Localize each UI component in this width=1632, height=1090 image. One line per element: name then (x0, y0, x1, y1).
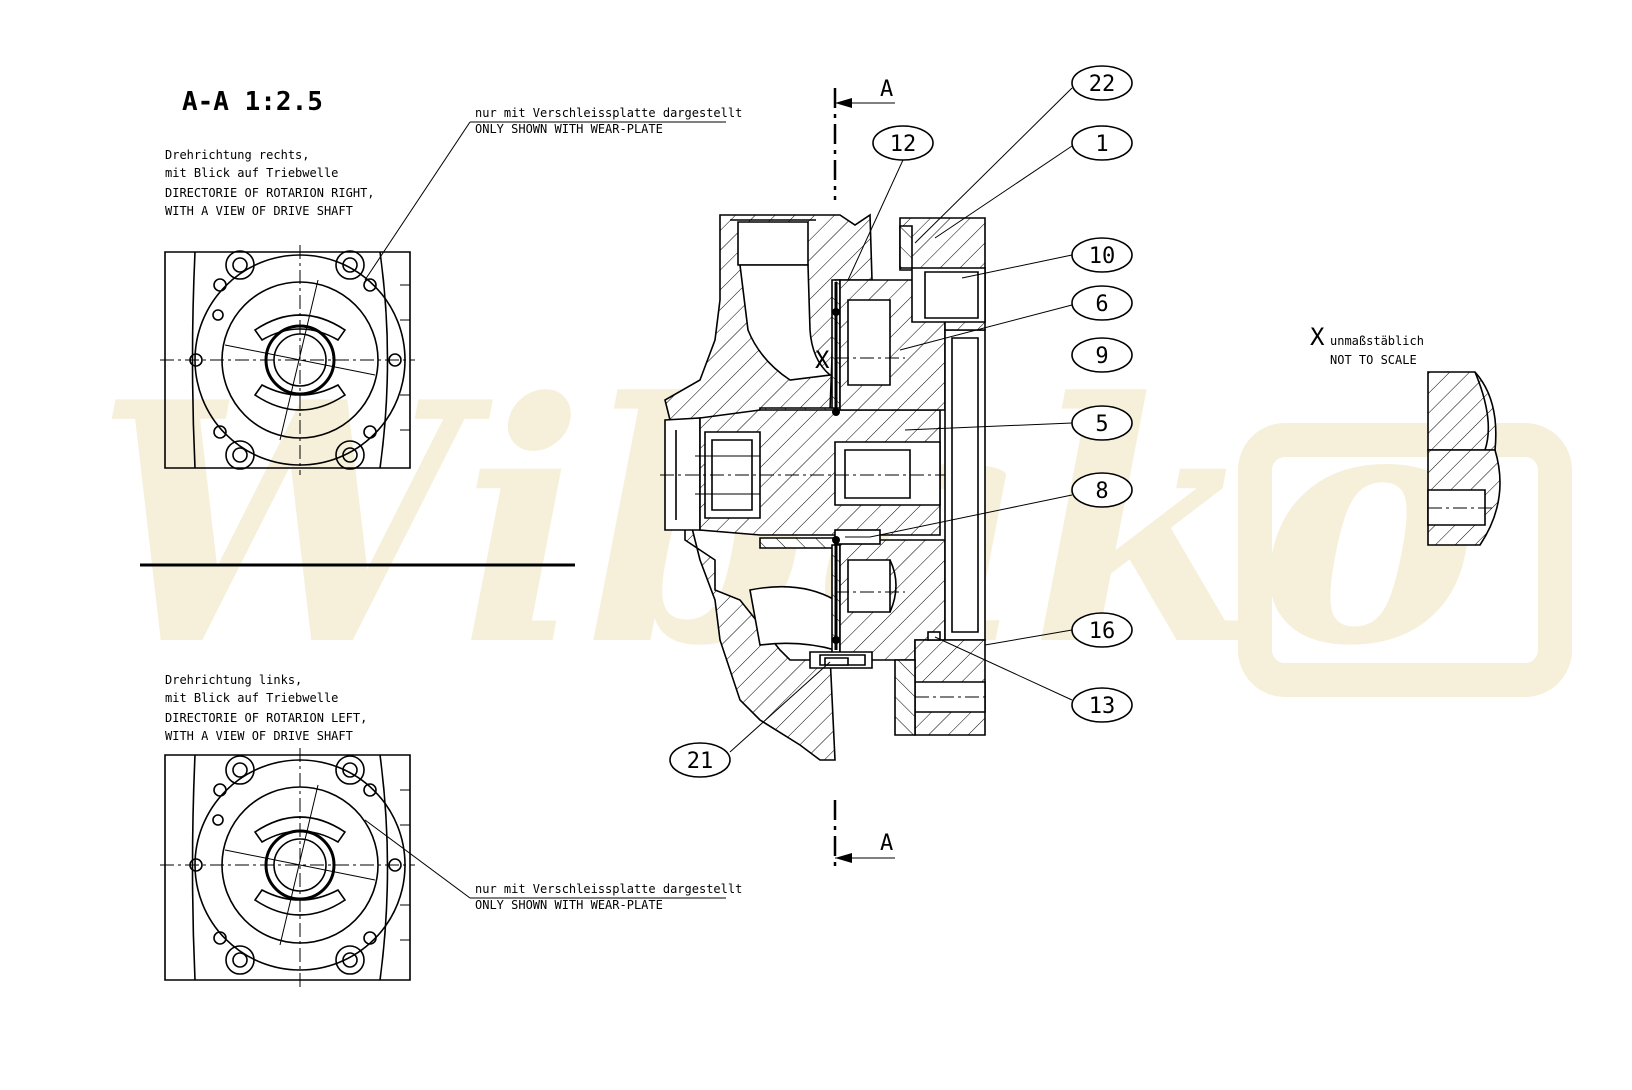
view-left-note-de: nur mit Verschleissplatte dargestellt (475, 882, 742, 896)
balloon-22: 22 (1089, 72, 1116, 97)
section-marker-top: A (880, 77, 893, 102)
view-right-caption-de-1: Drehrichtung rechts, (165, 148, 310, 162)
balloon-12: 12 (890, 132, 917, 157)
detail-x: X unmaßstäblich NOT TO SCALE (1310, 323, 1501, 546)
section-marker-bottom: A (880, 831, 893, 856)
detail-note-de: unmaßstäblich (1330, 334, 1424, 348)
view-left-caption-de-1: Drehrichtung links, (165, 673, 302, 687)
view-right-caption-en-2: WITH A VIEW OF DRIVE SHAFT (165, 204, 353, 218)
detail-label: X (1310, 323, 1325, 351)
view-right: Drehrichtung rechts, mit Blick auf Trieb… (160, 106, 742, 475)
view-right-note-en: ONLY SHOWN WITH WEAR-PLATE (475, 122, 663, 136)
view-left-caption-de-2: mit Blick auf Triebwelle (165, 691, 338, 705)
view-left-caption-en-2: WITH A VIEW OF DRIVE SHAFT (165, 729, 353, 743)
balloon-5: 5 (1095, 412, 1108, 437)
detail-note-en: NOT TO SCALE (1330, 353, 1417, 367)
balloon-6: 6 (1095, 292, 1108, 317)
balloons: 22 1 12 10 6 9 5 8 16 13 (669, 65, 1133, 778)
balloon-16: 16 (1089, 619, 1116, 644)
balloon-1: 1 (1095, 132, 1108, 157)
detail-marker: X (815, 346, 830, 374)
balloon-21: 21 (687, 749, 714, 774)
balloon-13: 13 (1089, 694, 1116, 719)
view-left-caption-en-1: DIRECTORIE OF ROTARION LEFT, (165, 711, 367, 725)
section-view: A A (660, 77, 986, 870)
balloon-9: 9 (1095, 344, 1108, 369)
balloon-8: 8 (1095, 479, 1108, 504)
view-right-caption-en-1: DIRECTORIE OF ROTARION RIGHT, (165, 186, 375, 200)
view-left: Drehrichtung links, mit Blick auf Triebw… (160, 673, 742, 987)
view-left-note-en: ONLY SHOWN WITH WEAR-PLATE (475, 898, 663, 912)
view-right-note-de: nur mit Verschleissplatte dargestellt (475, 106, 742, 120)
section-title: A-A 1:2.5 (182, 87, 323, 117)
balloon-10: 10 (1089, 244, 1116, 269)
view-right-caption-de-2: mit Blick auf Triebwelle (165, 166, 338, 180)
